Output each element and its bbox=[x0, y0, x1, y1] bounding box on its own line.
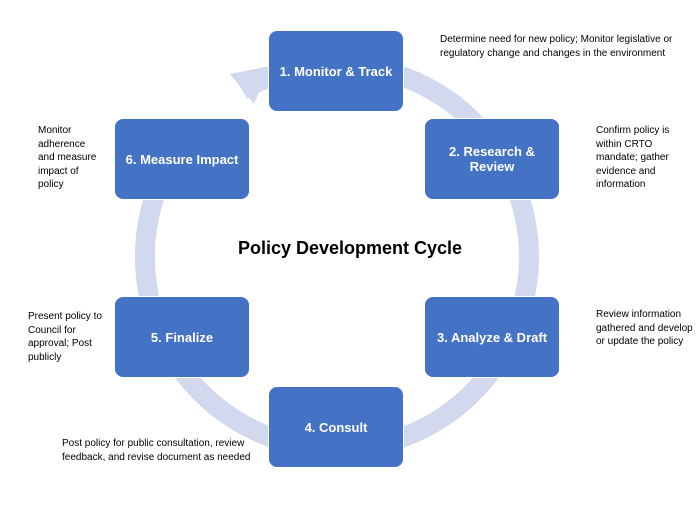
step-2-note: Confirm policy is within CRTO mandate; g… bbox=[596, 125, 670, 190]
step-5-box: 5. Finalize bbox=[114, 296, 250, 378]
step-6-note: Monitor adherence and measure impact of … bbox=[38, 125, 97, 190]
step-6-box: 6. Measure Impact bbox=[114, 118, 250, 200]
step-1-box: 1. Monitor & Track bbox=[268, 30, 404, 112]
step-5-label: 5. Finalize bbox=[150, 329, 214, 345]
step-3-note: Review information gathered and develop … bbox=[596, 309, 693, 347]
step-1-label: 1. Monitor & Track bbox=[279, 63, 393, 79]
step-4-note: Post policy for public consultation, rev… bbox=[62, 438, 251, 463]
cycle-arrowhead bbox=[230, 66, 270, 104]
step-3-box: 3. Analyze & Draft bbox=[424, 296, 560, 378]
step-2-label: 2. Research & Review bbox=[449, 144, 535, 174]
step-2-box: 2. Research & Review bbox=[424, 118, 560, 200]
step-4-label: 4. Consult bbox=[304, 419, 368, 435]
diagram-title: Policy Development Cycle bbox=[237, 238, 463, 258]
step-5-note: Present policy to Council for approval; … bbox=[28, 311, 102, 363]
step-4-box: 4. Consult bbox=[268, 386, 404, 468]
step-1-note: Determine need for new policy; Monitor l… bbox=[440, 34, 673, 59]
step-3-label: 3. Analyze & Draft bbox=[436, 329, 548, 345]
step-6-label: 6. Measure Impact bbox=[125, 151, 239, 167]
